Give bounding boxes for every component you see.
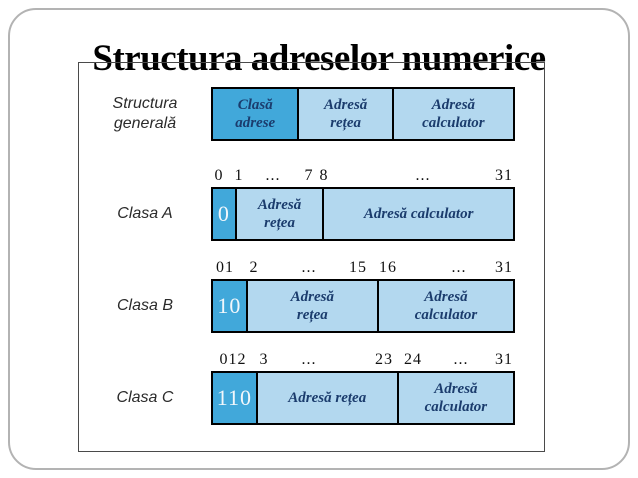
bit-tick-label: 1 xyxy=(234,167,244,184)
bit-tick-label: 0 xyxy=(214,167,224,184)
bit-tick-label: 16 xyxy=(379,259,397,276)
address-cell: Adresă calculator xyxy=(396,373,514,423)
slide-title: Structura adreselor numerice xyxy=(92,37,546,79)
address-cell: Adresă rețea xyxy=(234,189,323,239)
address-cell: Adresă rețea xyxy=(245,281,377,331)
bit-tick-label: ... xyxy=(301,259,317,276)
bit-tick-label: ... xyxy=(301,351,317,368)
bit-tick-label: 31 xyxy=(495,259,513,276)
address-cell: 10 xyxy=(213,281,246,331)
bit-tick-label: 012 xyxy=(219,351,247,368)
address-cell: Adresă rețea xyxy=(255,373,397,423)
bit-tick-label: ... xyxy=(265,167,281,184)
row-label-structura-generala: Structura generală xyxy=(112,95,178,132)
bit-tick-label: 01 xyxy=(216,259,234,276)
row-label-clasa-a: Clasa A xyxy=(117,205,173,222)
address-cell: Adresă rețea xyxy=(297,89,392,139)
bit-tick-label: ... xyxy=(415,167,431,184)
bit-tick-label: 8 xyxy=(319,167,329,184)
bit-tick-label: 24 xyxy=(404,351,422,368)
bit-tick-label: ... xyxy=(453,351,469,368)
bit-tick-label: 31 xyxy=(495,351,513,368)
bit-tick-label: 7 xyxy=(304,167,314,184)
address-cell: Adresă calculator xyxy=(376,281,513,331)
bit-tick-label: 23 xyxy=(375,351,393,368)
bit-ticks-clasa-c: 012 3... 23 24... 31 xyxy=(211,351,513,371)
row-label-clasa-b: Clasa B xyxy=(116,297,174,314)
bit-tick-label: 31 xyxy=(495,167,513,184)
row-label-clasa-c: Clasa C xyxy=(116,389,174,406)
bit-tick-label: 3 xyxy=(259,351,269,368)
address-cell: Adresă calculator xyxy=(391,89,513,139)
bit-ticks-clasa-b: 01 2... 15 16... 31 xyxy=(211,259,513,279)
address-cell: 110 xyxy=(213,373,256,423)
bit-tick-label: ... xyxy=(451,259,467,276)
bit-tick-label: 2 xyxy=(249,259,259,276)
address-cell: Clasă adrese xyxy=(213,89,298,139)
address-cell: 0 xyxy=(213,189,235,239)
address-cell: Adresă calculator xyxy=(322,189,513,239)
bit-tick-label: 15 xyxy=(349,259,367,276)
